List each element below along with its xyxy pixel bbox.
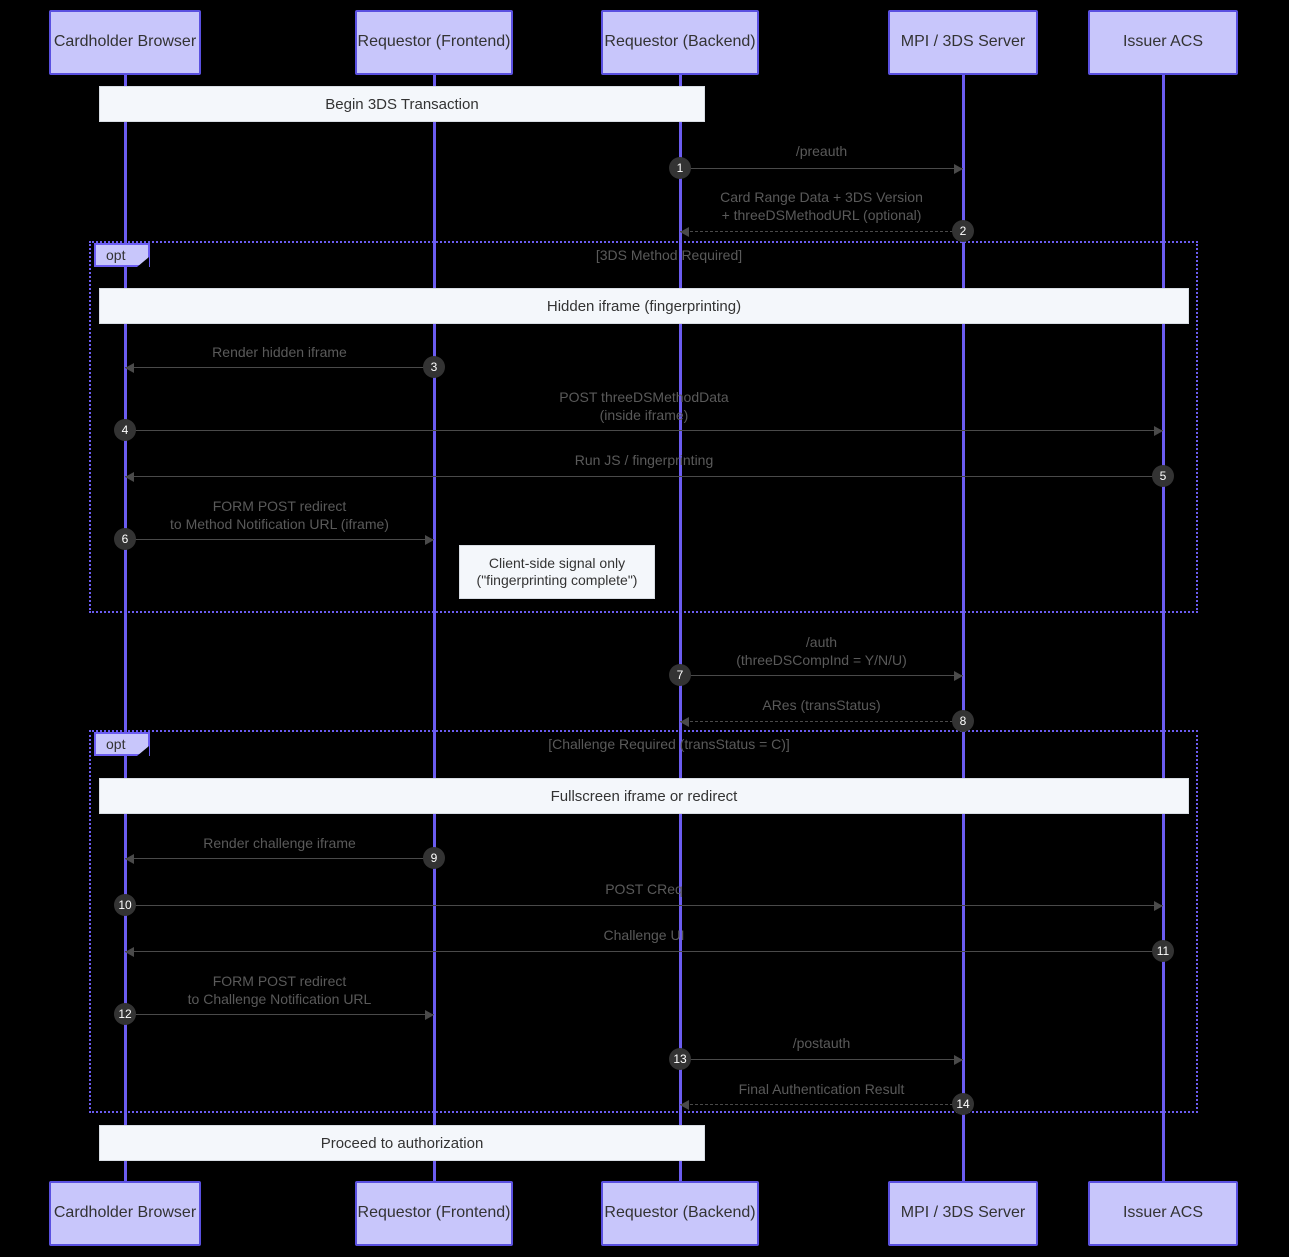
- actor-frontend-bottom[interactable]: Requestor (Frontend): [355, 1181, 513, 1246]
- message-line-9: [125, 858, 434, 859]
- note-line-1: Client-side signal only: [488, 554, 626, 571]
- message-label-14: Final Authentication Result: [738, 1081, 905, 1097]
- message-label-8: ARes (transStatus): [762, 697, 881, 713]
- message-label-10: POST CReq: [605, 881, 683, 897]
- message-line-14: [680, 1104, 963, 1105]
- message-arrowhead-9: [125, 854, 134, 864]
- message-line-10: [125, 905, 1163, 906]
- message-label-2: Card Range Data + 3DS Version + threeDSM…: [720, 189, 923, 223]
- message-line-1: [680, 168, 963, 169]
- actor-backend-bottom[interactable]: Requestor (Backend): [601, 1181, 759, 1246]
- note-client-side-signal: Client-side signal only("fingerprinting …: [459, 545, 655, 599]
- message-label-4: POST threeDSMethodData (inside iframe): [559, 389, 729, 423]
- message-arrowhead-12: [425, 1010, 434, 1020]
- sequence-number-10: 10: [114, 894, 136, 916]
- message-arrowhead-3: [125, 363, 134, 373]
- sequence-number-14: 14: [952, 1093, 974, 1115]
- message-label-1: /preauth: [795, 143, 848, 159]
- message-label-3: Render hidden iframe: [212, 344, 347, 360]
- message-line-13: [680, 1059, 963, 1060]
- band-fullscreen: Fullscreen iframe or redirect: [99, 778, 1189, 814]
- band-begin: Begin 3DS Transaction: [99, 86, 705, 122]
- band-proceed: Proceed to authorization: [99, 1125, 705, 1161]
- message-label-11: Challenge UI: [603, 927, 685, 943]
- message-label-7: /auth (threeDSCompInd = Y/N/U): [736, 634, 907, 668]
- message-arrowhead-8: [680, 717, 689, 727]
- sequence-number-9: 9: [423, 847, 445, 869]
- lifeline-backend: [679, 75, 682, 1181]
- note-line-2: ("fingerprinting complete"): [476, 572, 638, 588]
- sequence-number-2: 2: [952, 220, 974, 242]
- actor-acs-top[interactable]: Issuer ACS: [1088, 10, 1238, 75]
- message-line-8: [680, 721, 963, 722]
- lifeline-frontend: [433, 75, 436, 1181]
- actor-browser-top[interactable]: Cardholder Browser: [49, 10, 201, 75]
- message-label-5: Run JS / fingerprinting: [574, 452, 714, 468]
- message-arrowhead-4: [1154, 426, 1163, 436]
- message-arrowhead-11: [125, 947, 134, 957]
- message-arrowhead-14: [680, 1100, 689, 1110]
- sequence-number-8: 8: [952, 710, 974, 732]
- message-arrowhead-2: [680, 227, 689, 237]
- sequence-number-7: 7: [669, 664, 691, 686]
- actor-mpi-top[interactable]: MPI / 3DS Server: [888, 10, 1038, 75]
- message-line-5: [125, 476, 1163, 477]
- message-label-13: /postauth: [792, 1035, 851, 1051]
- message-line-2: [680, 231, 963, 232]
- lifeline-browser: [124, 75, 127, 1181]
- fragment-condition-opt-3ds-method: [3DS Method Required]: [595, 247, 743, 263]
- sequence-number-6: 6: [114, 528, 136, 550]
- message-arrowhead-1: [954, 164, 963, 174]
- actor-frontend-top[interactable]: Requestor (Frontend): [355, 10, 513, 75]
- actor-mpi-bottom[interactable]: MPI / 3DS Server: [888, 1181, 1038, 1246]
- actor-acs-bottom[interactable]: Issuer ACS: [1088, 1181, 1238, 1246]
- sequence-number-12: 12: [114, 1003, 136, 1025]
- fragment-condition-opt-challenge: [Challenge Required (transStatus = C)]: [548, 736, 790, 752]
- message-label-6: FORM POST redirect to Method Notificatio…: [170, 498, 389, 532]
- message-line-4: [125, 430, 1163, 431]
- message-arrowhead-13: [954, 1055, 963, 1065]
- message-arrowhead-7: [954, 671, 963, 681]
- message-line-6: [125, 539, 434, 540]
- message-line-11: [125, 951, 1163, 952]
- message-arrowhead-10: [1154, 901, 1163, 911]
- sequence-number-13: 13: [669, 1048, 691, 1070]
- sequence-number-3: 3: [423, 356, 445, 378]
- band-hidden: Hidden iframe (fingerprinting): [99, 288, 1189, 324]
- message-label-9: Render challenge iframe: [203, 835, 356, 851]
- message-label-12: FORM POST redirect to Challenge Notifica…: [187, 973, 372, 1007]
- sequence-number-11: 11: [1152, 940, 1174, 962]
- sequence-number-4: 4: [114, 419, 136, 441]
- lifeline-acs: [1162, 75, 1165, 1181]
- message-arrowhead-5: [125, 472, 134, 482]
- fragment-tab-opt-challenge: opt: [94, 732, 150, 756]
- message-arrowhead-6: [425, 535, 434, 545]
- message-line-7: [680, 675, 963, 676]
- lifeline-mpi: [962, 75, 965, 1181]
- actor-backend-top[interactable]: Requestor (Backend): [601, 10, 759, 75]
- sequence-number-1: 1: [669, 157, 691, 179]
- message-line-3: [125, 367, 434, 368]
- message-line-12: [125, 1014, 434, 1015]
- actor-browser-bottom[interactable]: Cardholder Browser: [49, 1181, 201, 1246]
- fragment-tab-opt-3ds-method: opt: [94, 243, 150, 267]
- sequence-number-5: 5: [1152, 465, 1174, 487]
